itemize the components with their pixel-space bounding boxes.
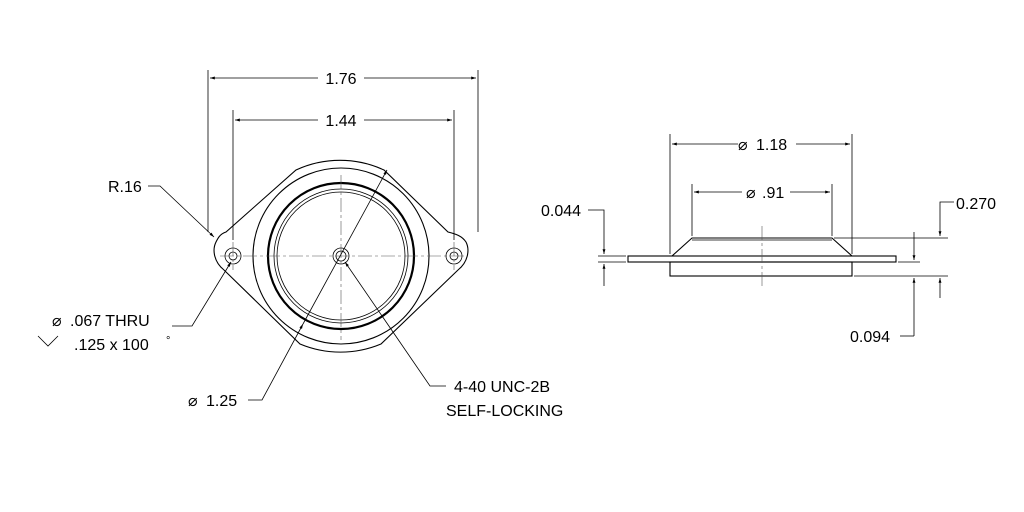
dim-body-dia: 1.25 — [206, 393, 237, 410]
dim-outer-dia: 1.18 — [756, 137, 787, 154]
thread-spec-line1: 4-40 UNC-2B — [454, 379, 550, 396]
diameter-symbol-inner: ⌀ — [746, 185, 756, 202]
dim-corner-radius: R.16 — [108, 179, 142, 196]
dim-hole-spacing: 1.44 — [325, 113, 356, 130]
dim-inner-dia: .91 — [762, 185, 784, 202]
dim-flange-thk: 0.044 — [541, 203, 581, 220]
side-base — [669, 261, 853, 277]
diameter-symbol-hole: ⌀ — [52, 313, 62, 330]
csink-symbol — [37, 335, 59, 347]
degree-mark: ° — [166, 335, 170, 347]
side-view — [627, 226, 897, 286]
diameter-symbol-outer: ⌀ — [738, 137, 748, 154]
front-dimensions: 1.76 1.44 R.16 ⌀ .067 THRU .125 x 100 ° … — [37, 70, 563, 420]
dim-total-height: 0.270 — [956, 196, 996, 213]
dim-hole-thru: .067 THRU — [70, 313, 150, 330]
diameter-symbol-body: ⌀ — [188, 393, 198, 410]
dim-overall-width: 1.76 — [325, 71, 356, 88]
side-dimensions: ⌀ 1.18 ⌀ .91 0.044 0.270 0.094 — [541, 134, 996, 346]
dim-base-height: 0.094 — [850, 329, 890, 346]
thread-spec-line2: SELF-LOCKING — [446, 403, 563, 420]
dim-csink: .125 x 100 — [74, 337, 149, 354]
flange-outline — [213, 159, 469, 353]
front-view — [213, 159, 469, 353]
